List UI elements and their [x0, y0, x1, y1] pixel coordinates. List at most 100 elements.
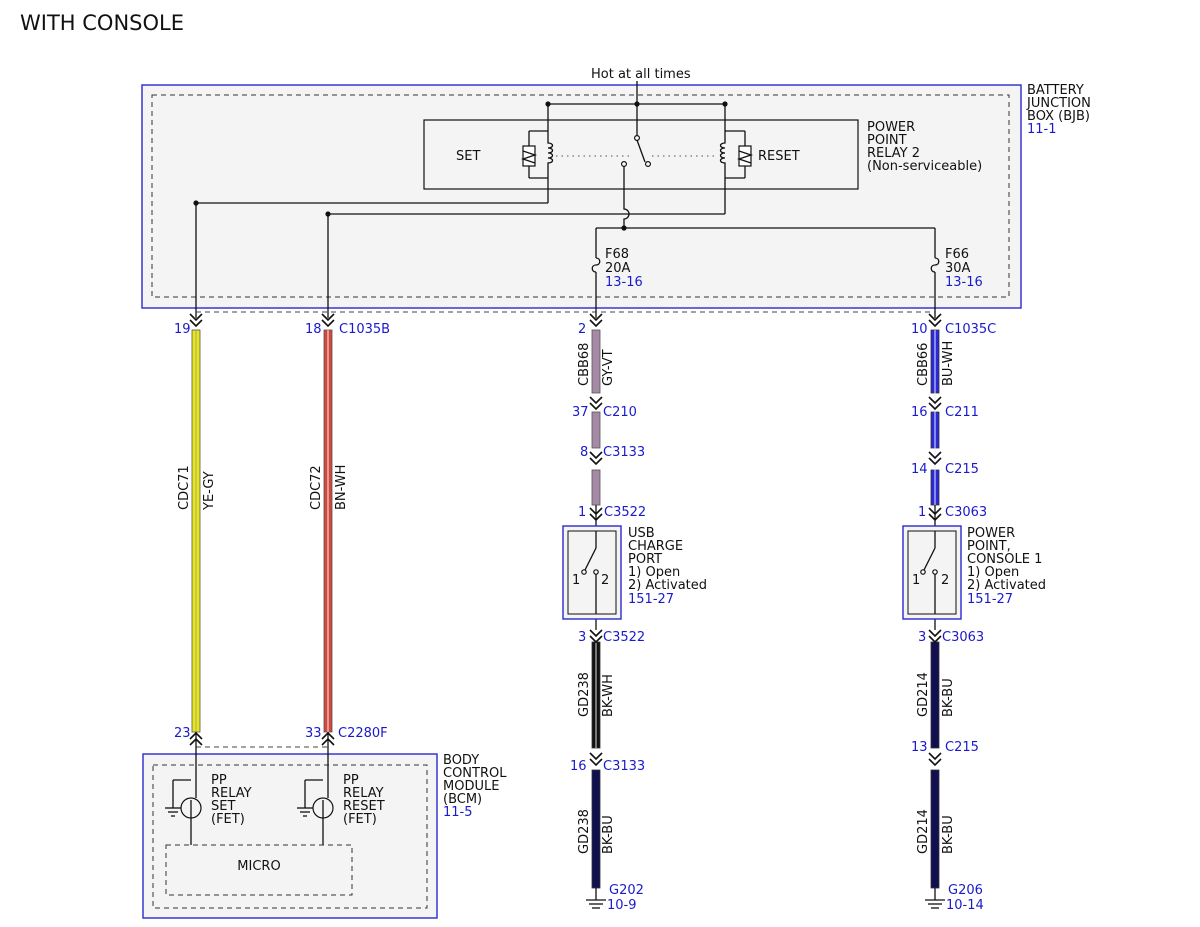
ground-icon	[925, 888, 945, 909]
connector-pin: 1	[918, 505, 926, 520]
fet-label-line: RELAY	[211, 786, 252, 801]
power-point-name-line: 2) Activated	[967, 578, 1046, 593]
micro-label: MICRO	[237, 859, 280, 874]
connector-name: C3063	[945, 505, 987, 520]
usb-name-line: USB	[628, 526, 655, 541]
switch-output-crossover	[623, 208, 630, 228]
relay-name-line: RELAY 2	[867, 146, 920, 161]
bjb-ref: 11-1	[1027, 122, 1057, 137]
fuse-id: F66	[945, 247, 969, 262]
circuit-id: GD238	[577, 672, 592, 717]
connector-name: C215	[945, 462, 979, 477]
connector-pin: 14	[911, 462, 928, 477]
micro-block	[165, 844, 353, 896]
bcm-name-line: MODULE	[443, 779, 499, 794]
connector-pin: 18	[305, 322, 322, 337]
circuit-id: CBB66	[916, 343, 931, 386]
connector-pin: 3	[578, 630, 586, 645]
connector-pin: 2	[578, 322, 586, 337]
reset-coil-icon	[719, 104, 754, 214]
wire-gd238-bk-wh	[591, 641, 601, 749]
power-point-name-line: CONSOLE 1	[967, 552, 1042, 567]
fet-label-line: RELAY	[343, 786, 384, 801]
circuit-id: CDC71	[177, 465, 192, 510]
bcm-name-line: (BCM)	[443, 792, 482, 807]
hot-at-all-times-label: Hot at all times	[591, 67, 691, 82]
circuit-color: BK-BU	[941, 815, 956, 854]
ground-name: G206	[948, 883, 983, 898]
relay-name-line: (Non-serviceable)	[867, 159, 982, 174]
wire-gd214-lower	[930, 769, 940, 889]
fet-label-line: (FET)	[343, 812, 377, 827]
pin-label: 1	[912, 573, 920, 588]
connector-name: C3133	[603, 759, 645, 774]
usb-name-line: 2) Activated	[628, 578, 707, 593]
connector-pin: 19	[174, 322, 191, 337]
pin-label: 2	[941, 573, 949, 588]
connector-name: C2280F	[338, 726, 388, 741]
bcm-name-line: BODY	[443, 753, 479, 768]
switch-icon	[920, 531, 938, 614]
relay-set-label: SET	[456, 149, 480, 164]
circuit-color: BN-WH	[334, 465, 349, 510]
fet-transistor-icon	[297, 746, 334, 845]
battery-junction-box: BATTERY JUNCTION BOX (BJB) 11-1	[141, 83, 1091, 309]
wire-gd214-upper	[930, 641, 940, 749]
power-point-name-line: POINT,	[967, 539, 1011, 554]
power-point-relay-2: SET RESET POWER POINT RELAY 2 (Non-servi…	[423, 104, 982, 214]
switch-icon	[581, 531, 599, 614]
fet-label-line: SET	[211, 799, 235, 814]
connector-name: C211	[945, 405, 979, 420]
usb-ref: 151-27	[628, 592, 674, 607]
wire-cdc71	[191, 329, 201, 733]
circuit-color: GY-VT	[601, 349, 616, 386]
relay-switch-icon	[620, 104, 651, 208]
connector-name: C3522	[604, 505, 646, 520]
relay-name-line: POINT	[867, 133, 907, 148]
wire-cbb66	[930, 329, 940, 506]
connector-labels: 19 18 C1035B 2 10 C1035C 37 C210 8 C3133…	[174, 322, 996, 774]
fet-label-line: PP	[343, 773, 359, 788]
fuse-ref: 13-16	[605, 275, 643, 290]
page-title: WITH CONSOLE	[20, 11, 184, 35]
connector-pin: 16	[911, 405, 928, 420]
bjb-name-line: JUNCTION	[1026, 96, 1091, 111]
connector-pin: 33	[305, 726, 322, 741]
fuse-rating: 20A	[605, 261, 631, 276]
connector-pin: 16	[570, 759, 587, 774]
circuit-id: CBB68	[577, 343, 592, 386]
wire-gd238-bk-bu	[591, 769, 601, 889]
bcm-ref: 11-5	[443, 805, 473, 820]
power-point-name-line: 1) Open	[967, 565, 1019, 580]
ground-ref: 10-9	[607, 898, 637, 913]
connector-name: C1035B	[339, 322, 390, 337]
pin-label: 2	[601, 573, 609, 588]
connector-pin: 1	[578, 505, 586, 520]
connector-pin: 13	[911, 740, 928, 755]
ground-ref: 10-14	[946, 898, 984, 913]
fet-label-line: (FET)	[211, 812, 245, 827]
ground-icon	[586, 888, 606, 909]
connector-pin: 23	[174, 726, 191, 741]
fuse-ref: 13-16	[945, 275, 983, 290]
relay-name-line: POWER	[867, 120, 915, 135]
circuit-labels: CDC71 YE-GY CDC72 BN-WH CBB68 GY-VT CBB6…	[177, 341, 956, 854]
fuse-rating: 30A	[945, 261, 971, 276]
connector-chevrons	[189, 313, 942, 767]
connector-pin: 37	[572, 405, 589, 420]
circuit-color: YE-GY	[202, 471, 217, 511]
bjb-name-line: BATTERY	[1027, 83, 1084, 98]
power-point-ref: 151-27	[967, 592, 1013, 607]
connector-name: C3522	[603, 630, 645, 645]
usb-name-line: CHARGE	[628, 539, 683, 554]
power-point-console-1: 1 2 POWER POINT, CONSOLE 1 1) Open 2) Ac…	[902, 525, 1046, 620]
circuit-id: CDC72	[309, 465, 324, 510]
bjb-name-line: BOX (BJB)	[1027, 109, 1090, 124]
connector-name: C210	[603, 405, 637, 420]
connector-pin: 3	[918, 630, 926, 645]
connector-name: C3063	[942, 630, 984, 645]
usb-charge-port: 1 2 USB CHARGE PORT 1) Open 2) Activated…	[562, 525, 707, 620]
connector-name: C215	[945, 740, 979, 755]
relay-reset-label: RESET	[758, 149, 800, 164]
